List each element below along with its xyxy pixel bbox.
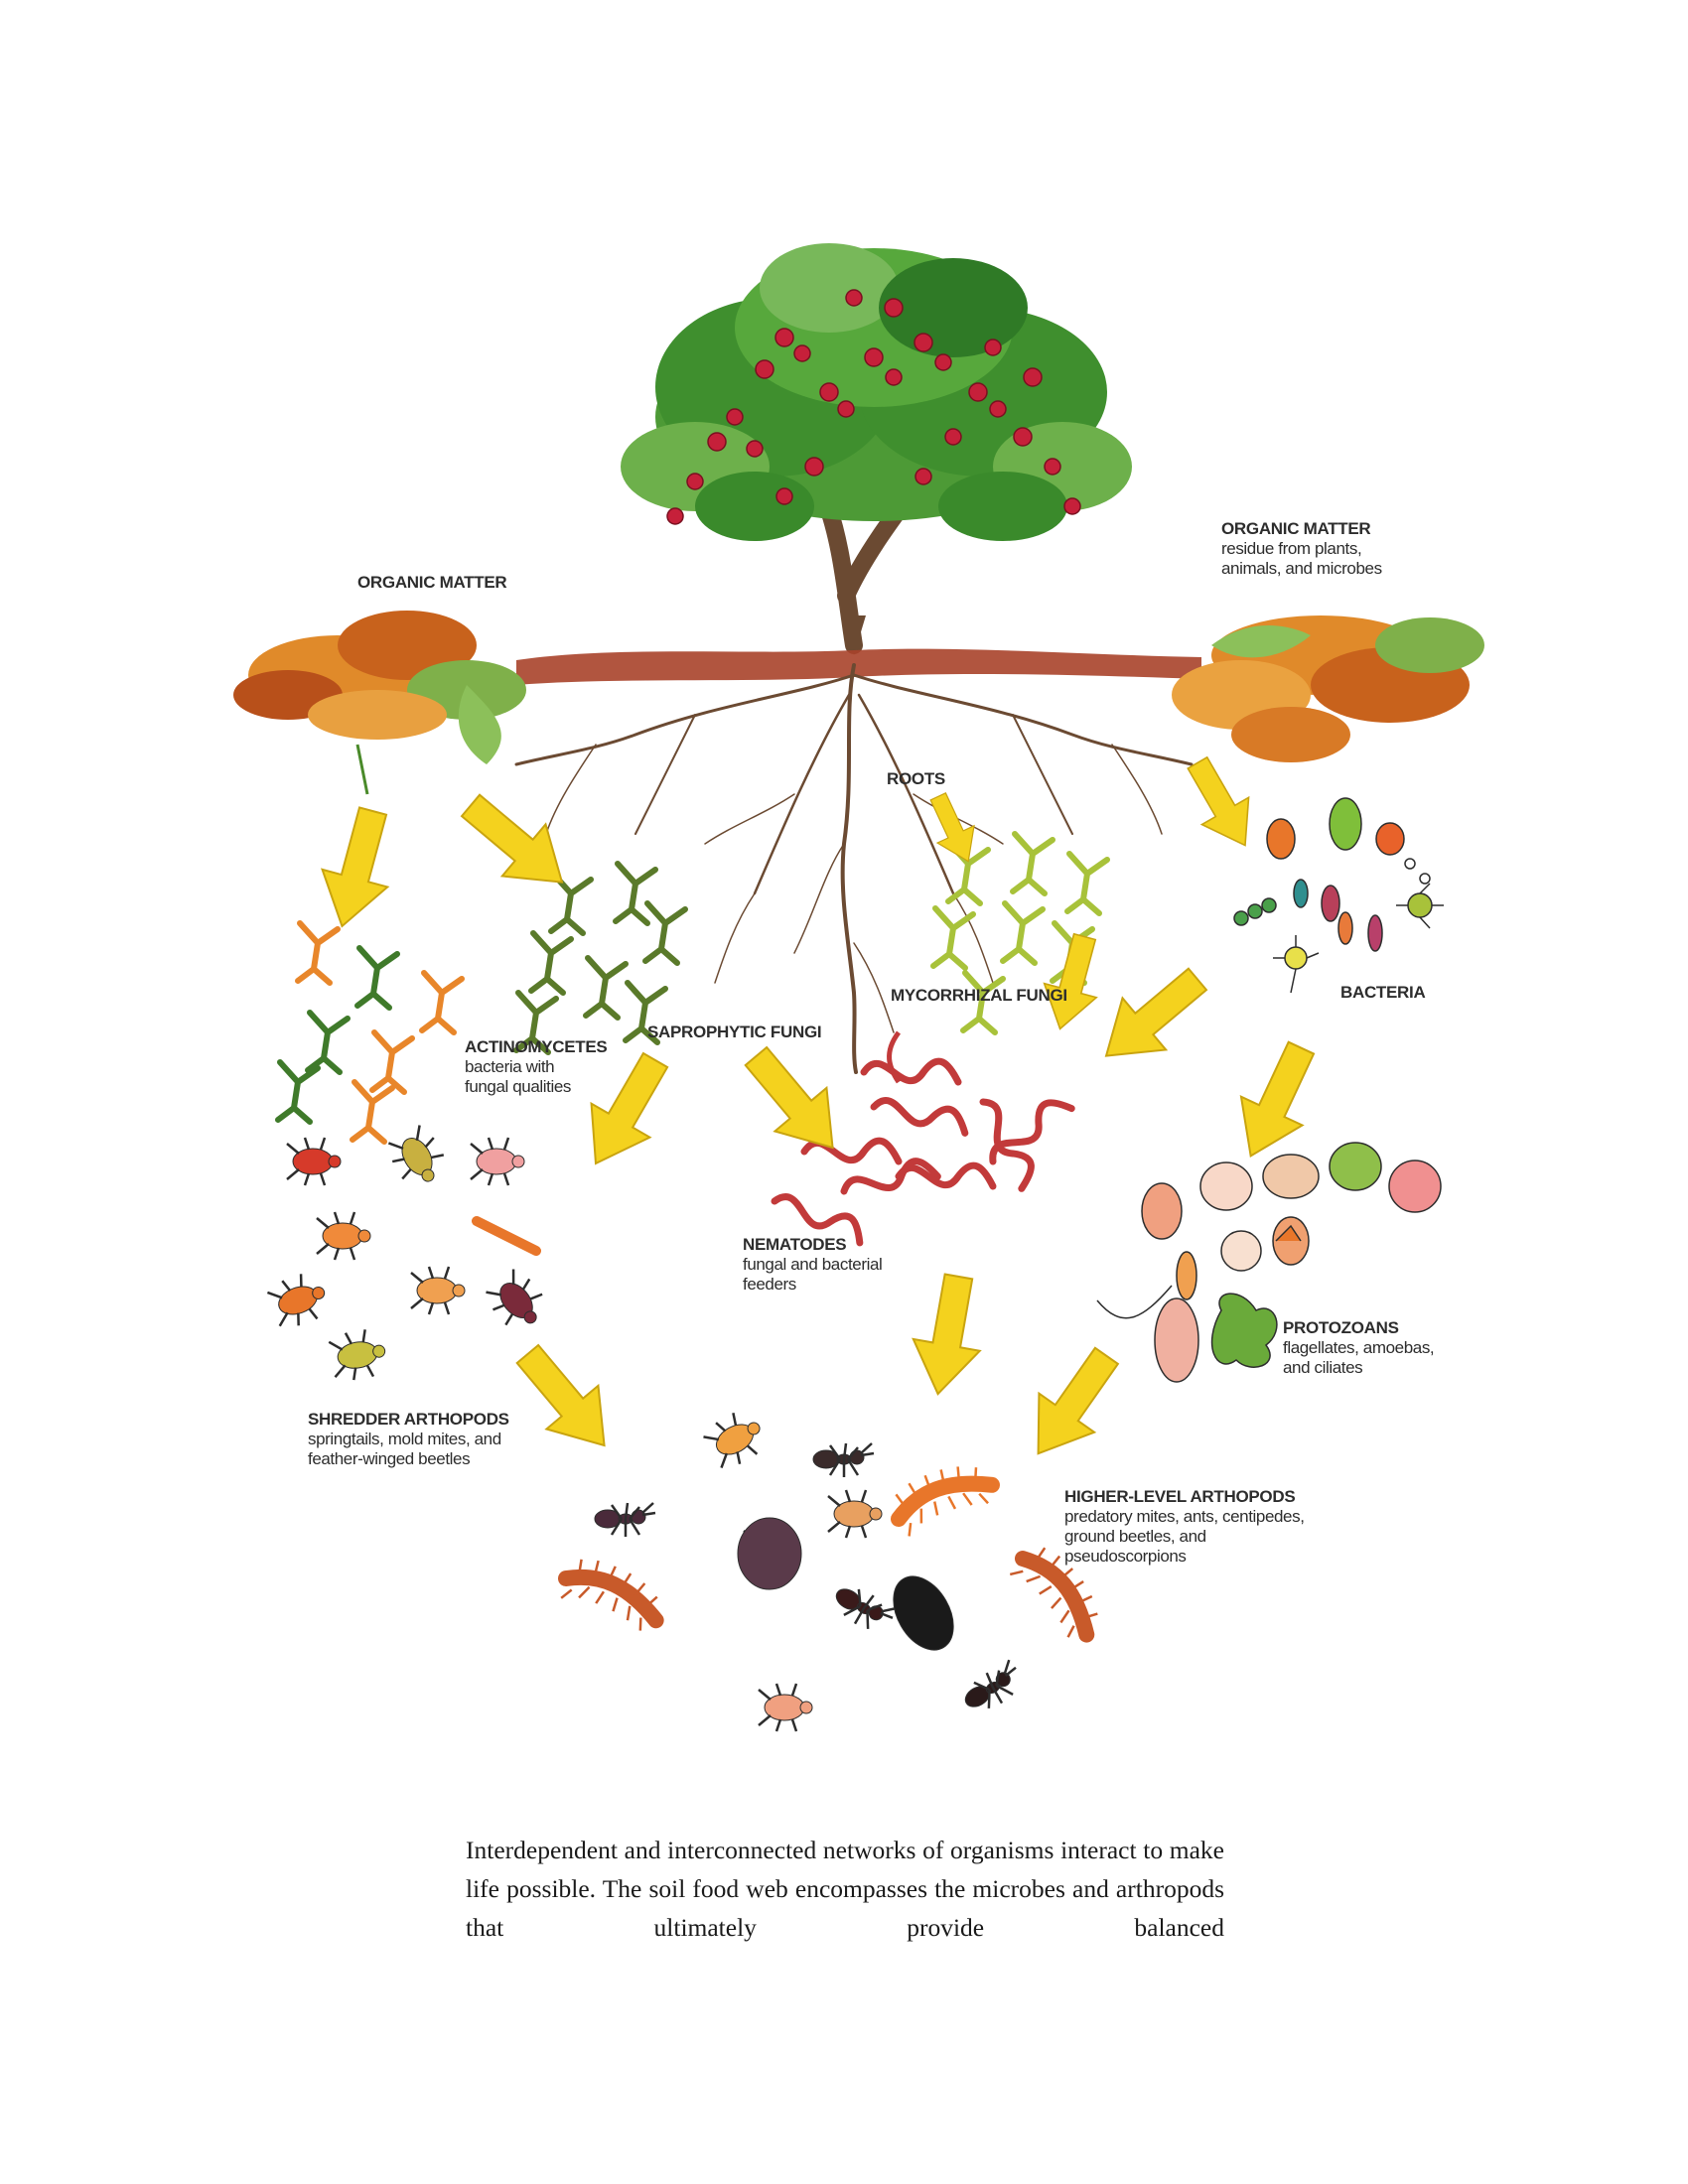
label-title: PROTOZOANS <box>1283 1318 1399 1337</box>
higher-level-arthropods-cluster <box>558 1403 1111 1733</box>
leaf-litter-left <box>233 611 526 795</box>
label-subtitle: predatory mites, ants, centipedes, groun… <box>1064 1507 1305 1567</box>
bacteria-cluster <box>1233 797 1444 994</box>
protozoans-cluster <box>1096 1142 1442 1383</box>
label-title: ORGANIC MATTER <box>357 573 507 592</box>
label-actinomycetes: ACTINOMYCETES bacteria with fungal quali… <box>465 1037 608 1097</box>
tree-canopy <box>621 243 1132 541</box>
label-title: MYCORRHIZAL FUNGI <box>891 986 1067 1005</box>
label-subtitle: flagellates, amoebas, and ciliates <box>1283 1338 1435 1378</box>
label-shredder-arthropods: SHREDDER ARTHOPODS springtails, mold mit… <box>308 1410 516 1469</box>
label-higher-level-arthropods: HIGHER-LEVEL ARTHOPODS predatory mites, … <box>1064 1487 1323 1567</box>
arrow-organic-to-actinomycetes <box>308 801 407 936</box>
label-subtitle: springtails, mold mites, and feather-win… <box>308 1430 501 1469</box>
label-title: SAPROPHYTIC FUNGI <box>647 1023 822 1041</box>
arrow-bacteria-to-protozoans <box>1218 1032 1334 1171</box>
leaf-litter-right <box>1172 615 1484 762</box>
soil-band <box>516 648 1201 685</box>
label-bacteria: BACTERIA <box>1340 983 1426 1003</box>
label-title: HIGHER-LEVEL ARTHOPODS <box>1064 1487 1296 1506</box>
label-title: SHREDDER ARTHOPODS <box>308 1410 509 1429</box>
label-title: ORGANIC MATTER <box>1221 519 1371 538</box>
nematodes-cluster <box>772 1030 1072 1243</box>
label-title: ACTINOMYCETES <box>465 1037 608 1056</box>
label-subtitle: bacteria with fungal qualities <box>465 1057 572 1097</box>
figure-caption: Interdependent and interconnected networ… <box>466 1835 1224 1942</box>
arrow-saprophytic-to-nematodes <box>729 1033 860 1170</box>
arrow-bacteria-left <box>1083 952 1220 1083</box>
label-subtitle: residue from plants, animals, and microb… <box>1221 539 1382 579</box>
label-mycorrhizal-fungi: MYCORRHIZAL FUNGI <box>891 986 1067 1006</box>
label-saprophytic-fungi: SAPROPHYTIC FUNGI <box>647 1023 822 1042</box>
arrow-nematodes-to-higher <box>904 1270 993 1401</box>
label-nematodes: NEMATODES fungal and bacterial feeders <box>743 1235 892 1295</box>
actinomycetes-cluster <box>278 923 462 1142</box>
shredder-arthropods-cluster <box>264 1121 554 1385</box>
arrow-shredder-to-higher <box>500 1331 632 1468</box>
arrow-protozoans-to-higher <box>1009 1335 1136 1474</box>
arrow-organic-to-bacteria <box>1173 749 1270 860</box>
label-protozoans: PROTOZOANS flagellates, amoebas, and cil… <box>1283 1318 1457 1378</box>
label-organic-matter-right: ORGANIC MATTER residue from plants, anim… <box>1221 519 1420 579</box>
root-system <box>514 663 1194 1074</box>
label-title: NEMATODES <box>743 1235 847 1254</box>
soil-surface <box>516 648 1201 685</box>
tree <box>621 243 1132 655</box>
label-organic-matter-left: ORGANIC MATTER <box>357 573 507 593</box>
label-subtitle: fungal and bacterial feeders <box>743 1255 883 1295</box>
label-roots: ROOTS <box>887 769 945 789</box>
berries <box>666 289 1081 525</box>
label-title: BACTERIA <box>1340 983 1426 1002</box>
arrow-mycorrhizal-down <box>1033 928 1112 1037</box>
label-title: ROOTS <box>887 769 945 788</box>
